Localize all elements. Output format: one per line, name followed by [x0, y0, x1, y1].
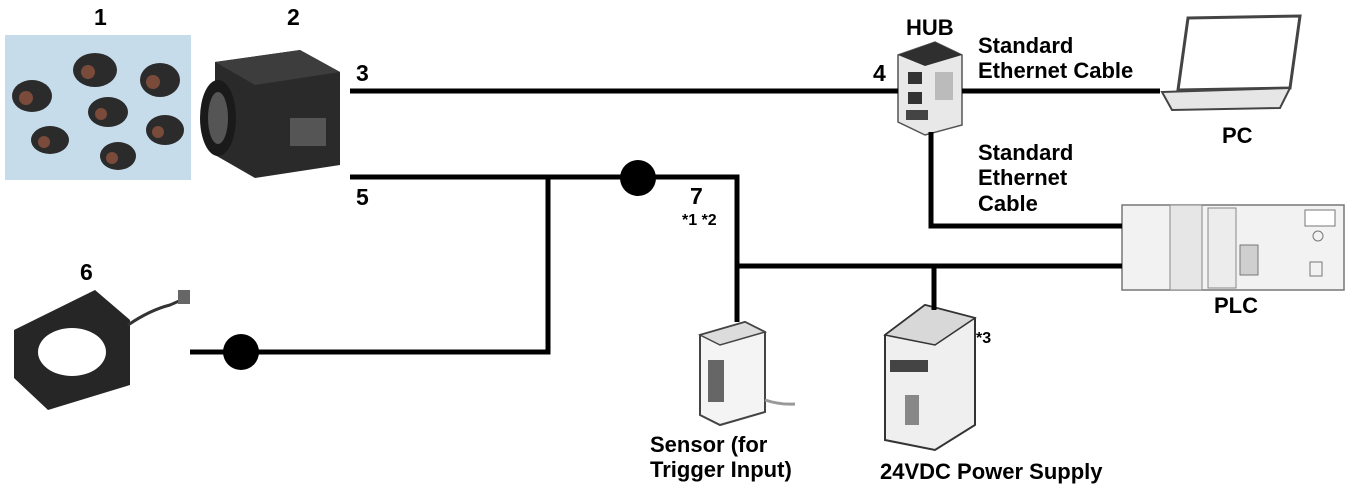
plc-label: PLC: [1214, 293, 1258, 318]
power-supply-label: 24VDC Power Supply: [880, 459, 1103, 484]
io-branch-number: 7: [690, 183, 703, 209]
hub-number: 4: [873, 60, 886, 86]
lens-set-image: [5, 35, 191, 180]
hub-pc-cable-label: Standard Ethernet Cable: [978, 33, 1134, 84]
connector-dot-light: [223, 334, 259, 370]
pc-label: PC: [1222, 123, 1253, 148]
io-cable-number: 5: [356, 184, 369, 210]
camera-number: 2: [287, 4, 300, 30]
cable-lines: [190, 88, 1160, 355]
connector-dot-io: [620, 160, 656, 196]
power-supply-note: *3: [976, 330, 992, 347]
lens-number: 1: [94, 4, 107, 30]
power-supply-image: [883, 303, 977, 452]
ring-light-image: [8, 285, 193, 410]
cable-camera-hub-number: 3: [356, 60, 369, 86]
camera-image: [193, 35, 345, 180]
trigger-sensor-image: [697, 320, 796, 427]
io-branch-note: *1 *2: [682, 212, 717, 229]
hub-image: [897, 41, 963, 136]
light-number: 6: [80, 259, 93, 285]
sensor-label: Sensor (for Trigger Input): [650, 432, 792, 483]
plc-image: [1121, 204, 1345, 291]
hub-plc-cable-label: Standard Ethernet Cable: [978, 140, 1074, 216]
hub-label: HUB: [906, 15, 954, 40]
laptop-pc-image: [1160, 14, 1302, 112]
